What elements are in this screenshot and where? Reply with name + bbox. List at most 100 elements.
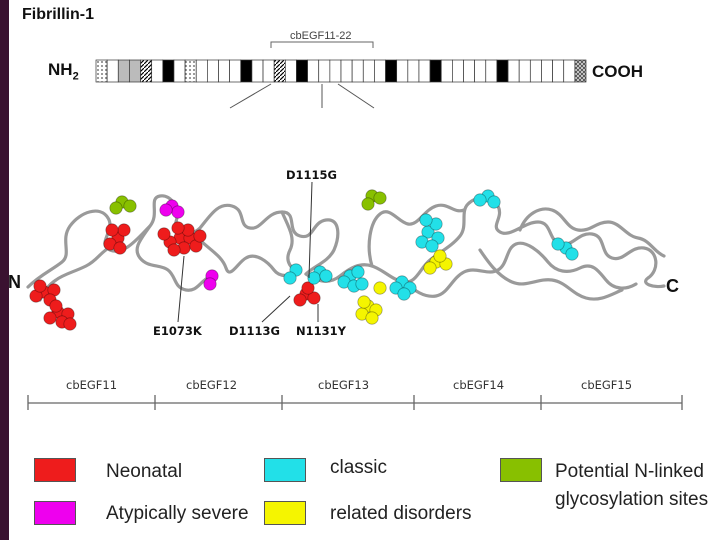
- mutation-label-e1073k: E1073K: [153, 324, 202, 338]
- residue-sphere: [398, 288, 410, 300]
- domain-segment: [319, 60, 330, 82]
- domain-label-cbegf14: cbEGF14: [453, 378, 504, 392]
- residue-sphere: [366, 312, 378, 324]
- domain-segment: [96, 60, 107, 82]
- residue-sphere: [426, 240, 438, 252]
- legend-label-related-disorders: related disorders: [330, 503, 472, 525]
- domain-segment: [341, 60, 352, 82]
- domain-segment: [252, 60, 263, 82]
- terminus-c-label: C: [666, 276, 679, 297]
- residue-sphere: [320, 270, 332, 282]
- leader-d1113g: [262, 296, 290, 322]
- domain-segment: [363, 60, 374, 82]
- legend-label-atypically-severe: Atypically severe: [106, 503, 249, 525]
- residue-sphere: [284, 272, 296, 284]
- legend-swatch-related-disorders: [264, 501, 306, 525]
- legend-label-classic: classic: [330, 457, 387, 479]
- legend-label-glycosylation-2: glycosylation sites: [555, 489, 708, 511]
- residue-sphere: [420, 214, 432, 226]
- residue-sphere: [374, 282, 386, 294]
- residue-sphere: [168, 244, 180, 256]
- mutation-label-d1115g: D1115G: [286, 168, 337, 182]
- domain-label-cbegf13: cbEGF13: [318, 378, 369, 392]
- residue-sphere: [356, 278, 368, 290]
- domain-segment: [519, 60, 530, 82]
- residue-sphere: [124, 200, 136, 212]
- legend-swatch-glycosylation: [500, 458, 542, 482]
- residue-sphere: [194, 230, 206, 242]
- domain-segment: [553, 60, 564, 82]
- residue-sphere: [172, 206, 184, 218]
- domain-segment: [308, 60, 319, 82]
- residue-sphere: [374, 192, 386, 204]
- domain-segment: [397, 60, 408, 82]
- residue-sphere: [172, 222, 184, 234]
- domain-segment: [196, 60, 207, 82]
- domain-segment: [475, 60, 486, 82]
- domain-segment: [430, 60, 441, 82]
- residue-sphere: [106, 224, 118, 236]
- mutation-label-d1113g: D1113G: [229, 324, 280, 338]
- zoom-line-right: [338, 84, 374, 108]
- domain-segment: [419, 60, 430, 82]
- domain-segment: [174, 60, 185, 82]
- domain-segment: [541, 60, 552, 82]
- legend-label-glycosylation-1: Potential N-linked: [555, 461, 704, 483]
- domain-segment: [185, 60, 196, 82]
- domain-segment: [207, 60, 218, 82]
- legend-label-neonatal: Neonatal: [106, 461, 182, 483]
- residue-sphere: [308, 272, 320, 284]
- residue-sphere: [160, 204, 172, 216]
- domain-segment: [564, 60, 575, 82]
- residue-sphere: [362, 198, 374, 210]
- terminus-n-label: N: [8, 272, 21, 293]
- domain-segment: [330, 60, 341, 82]
- residue-sphere: [488, 196, 500, 208]
- domain-segment: [241, 60, 252, 82]
- residue-sphere: [424, 262, 436, 274]
- legend-swatch-classic: [264, 458, 306, 482]
- domain-segment: [296, 60, 307, 82]
- residue-sphere: [566, 248, 578, 260]
- residue-sphere: [294, 294, 306, 306]
- domain-label-cbegf15: cbEGF15: [581, 378, 632, 392]
- residue-sphere: [64, 318, 76, 330]
- residue-sphere: [50, 300, 62, 312]
- domain-segment: [441, 60, 452, 82]
- domain-segment: [497, 60, 508, 82]
- residue-sphere: [34, 280, 46, 292]
- residue-sphere: [474, 194, 486, 206]
- domain-segment: [219, 60, 230, 82]
- domain-segment: [263, 60, 274, 82]
- domain-ruler: [28, 395, 682, 410]
- domain-segment: [452, 60, 463, 82]
- residue-sphere: [552, 238, 564, 250]
- zoom-line-left: [230, 84, 271, 108]
- residue-sphere: [110, 202, 122, 214]
- domain-segment: [408, 60, 419, 82]
- legend-swatch-atypically-severe: [34, 501, 76, 525]
- domain-segment: [508, 60, 519, 82]
- domain-segment: [285, 60, 296, 82]
- domain-segment: [118, 60, 129, 82]
- residue-sphere: [118, 224, 130, 236]
- domain-bar: [96, 60, 586, 82]
- region-bracket: [271, 42, 373, 48]
- domain-segment: [107, 60, 118, 82]
- domain-segment: [530, 60, 541, 82]
- mutation-label-n1131y: N1131Y: [296, 324, 346, 338]
- residue-sphere: [158, 228, 170, 240]
- domain-segment: [163, 60, 174, 82]
- residue-spheres: [30, 190, 578, 330]
- residue-sphere: [352, 266, 364, 278]
- residue-sphere: [204, 278, 216, 290]
- domain-segment: [230, 60, 241, 82]
- residue-sphere: [114, 242, 126, 254]
- legend-swatch-neonatal: [34, 458, 76, 482]
- domain-segment: [486, 60, 497, 82]
- domain-segment: [129, 60, 140, 82]
- domain-segment: [386, 60, 397, 82]
- residue-sphere: [44, 312, 56, 324]
- domain-segment: [141, 60, 152, 82]
- residue-sphere: [358, 296, 370, 308]
